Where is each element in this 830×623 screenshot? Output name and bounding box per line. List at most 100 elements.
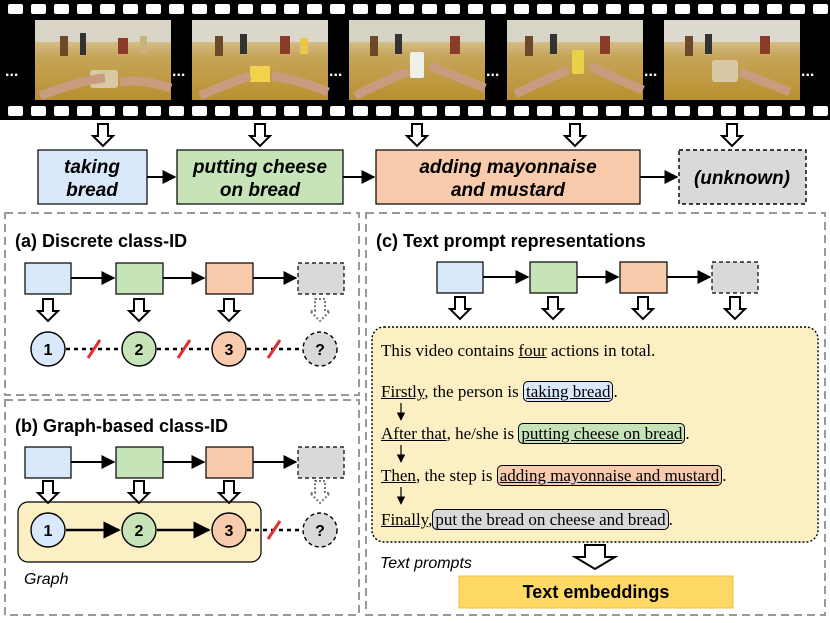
sprocket-hole [77, 4, 92, 14]
sprocket-hole [353, 106, 368, 116]
sprocket-hole [8, 4, 23, 14]
film-ellipsis: ... [644, 63, 657, 80]
sprocket-hole [192, 4, 207, 14]
sprocket-hole [399, 4, 414, 14]
sprocket-hole [31, 106, 46, 116]
sprocket-hole [307, 4, 322, 14]
panel-c-title: (c) Text prompt representations [376, 231, 646, 251]
prompt-line-3: Then, the step is adding mayonnaise and … [381, 465, 727, 486]
sprocket-hole [514, 106, 529, 116]
panel-a-frame [4, 212, 360, 396]
node-label: 3 [225, 342, 234, 359]
action-count: four [518, 341, 547, 360]
sprocket-hole [583, 4, 598, 14]
sprocket-hole [146, 4, 161, 14]
sprocket-hole [330, 4, 345, 14]
prompt-line-2: After that, he/she is putting cheese on … [381, 423, 690, 444]
video-frame-1 [35, 20, 173, 101]
down-arrow-icon [630, 296, 656, 321]
prompt-line-4: Finally,put the bread on cheese and brea… [381, 509, 673, 530]
step-box-4 [678, 149, 807, 205]
node-label: 2 [135, 342, 144, 359]
sprocket-hole [675, 106, 690, 116]
step-3-line1: adding mayonnaise [419, 157, 597, 178]
sprocket-hole [767, 106, 782, 116]
sprocket-hole [77, 106, 92, 116]
step-sequence: taking bread putting cheese on bread add… [37, 149, 807, 205]
text-prompts-caption: Text prompts [380, 555, 472, 572]
frame-down-arrows [90, 123, 745, 148]
text-embeddings-box [458, 575, 734, 609]
sprocket-hole [606, 4, 621, 14]
text-embeddings-label: Text embeddings [523, 582, 670, 602]
sprocket-hole [261, 106, 276, 116]
sprocket-hole [422, 4, 437, 14]
film-sprockets [8, 4, 828, 116]
sprocket-hole [169, 4, 184, 14]
sprocket-hole [767, 4, 782, 14]
video-frame-2 [192, 20, 330, 101]
node-label: 1 [44, 342, 53, 359]
sprocket-hole [100, 4, 115, 14]
panel-c-frame [365, 212, 826, 616]
strike-mark [86, 339, 102, 359]
sprocket-hole [813, 4, 828, 14]
sprocket-hole [652, 4, 667, 14]
action-highlight-4: put the bread on cheese and bread [432, 509, 669, 530]
film-ellipsis: ... [329, 63, 342, 80]
sprocket-hole [744, 106, 759, 116]
panel-b-frame [4, 399, 360, 616]
step-2-line2: on bread [220, 180, 301, 201]
down-arrow-icon [562, 123, 588, 148]
sprocket-hole [721, 106, 736, 116]
node-label: ? [315, 523, 325, 540]
video-frame-5 [664, 20, 800, 100]
sprocket-hole [560, 4, 575, 14]
panel-a-title: (a) Discrete class-ID [15, 231, 187, 251]
down-arrow-icon [307, 298, 333, 323]
embed-arrow [571, 544, 619, 571]
video-frame-4 [507, 20, 645, 100]
node-label: 3 [225, 523, 234, 540]
sprocket-hole [146, 106, 161, 116]
film-ellipsis: ... [801, 63, 814, 80]
strike-mark [266, 520, 282, 540]
down-arrow-icon [90, 123, 116, 148]
sprocket-hole [744, 4, 759, 14]
sprocket-hole [468, 4, 483, 14]
sprocket-hole [8, 106, 23, 116]
panel-a: (a) Discrete class-ID 1 2 3 ? [15, 231, 345, 367]
sprocket-hole [330, 106, 345, 116]
down-arrow-icon [540, 296, 566, 321]
sprocket-hole [491, 106, 506, 116]
sprocket-hole [192, 106, 207, 116]
down-arrow-icon [216, 480, 242, 505]
panel-b-title: (b) Graph-based class-ID [15, 416, 228, 436]
down-arrow-icon [35, 480, 61, 505]
sprocket-hole [54, 106, 69, 116]
prompt-intro: This video contains four actions in tota… [381, 341, 656, 360]
sprocket-hole [813, 106, 828, 116]
sprocket-hole [629, 106, 644, 116]
video-frame-3 [349, 20, 487, 100]
down-arrow-icon [307, 480, 333, 505]
down-arrow-icon [722, 296, 748, 321]
sprocket-hole [238, 106, 253, 116]
sprocket-hole [652, 106, 667, 116]
step-1-line2: bread [66, 180, 118, 201]
sprocket-hole [284, 4, 299, 14]
sprocket-hole [537, 106, 552, 116]
node-label: 1 [44, 523, 53, 540]
sprocket-hole [468, 106, 483, 116]
strike-mark [266, 339, 282, 359]
sprocket-hole [606, 106, 621, 116]
sprocket-hole [491, 4, 506, 14]
film-ellipsis: ... [486, 63, 499, 80]
sprocket-hole [31, 4, 46, 14]
node-label: ? [315, 342, 325, 359]
sprocket-hole [261, 4, 276, 14]
action-highlight-2: putting cheese on bread [518, 423, 686, 444]
sprocket-hole [790, 106, 805, 116]
step-4-line1: (unknown) [694, 168, 790, 189]
down-arrow-icon [404, 123, 430, 148]
